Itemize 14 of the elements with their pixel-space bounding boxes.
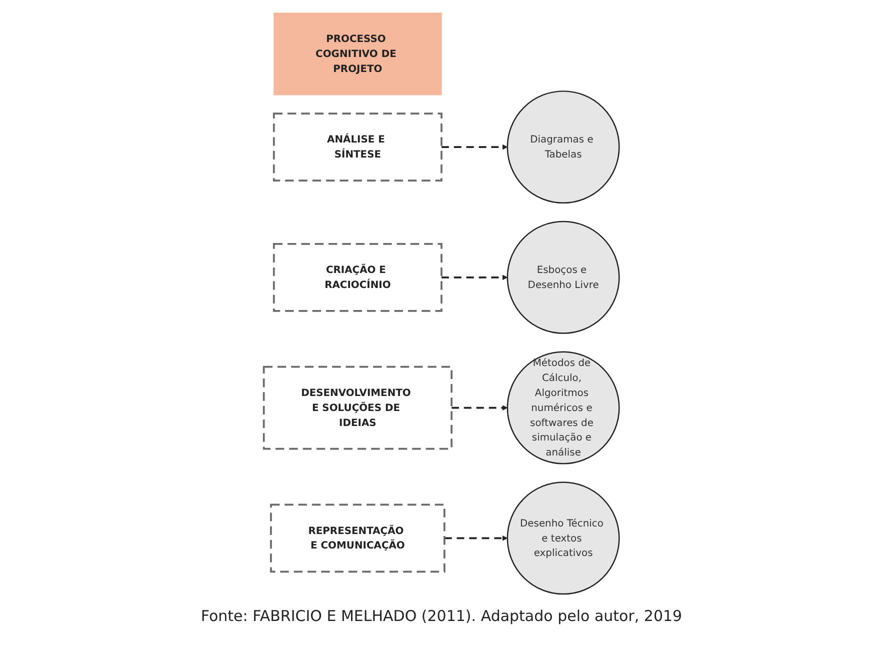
caption: Fonte: FABRICIO E MELHADO (2011). Adaptado pelo autor, 2019 — [200, 607, 682, 625]
node-box: ANÁLISE E SÍNTESE — [272, 112, 442, 182]
node-box: REPRESENTAÇÃO E COMUNICAÇÃO — [270, 504, 446, 573]
node-circle: Esboços e Desenho Livre — [506, 220, 620, 334]
arrow — [452, 405, 508, 411]
arrow — [442, 274, 508, 280]
node-box: CRIAÇÃO E RACIOCÍNIO — [272, 242, 442, 312]
arrow — [442, 144, 508, 150]
node-box: DESENVOLVIMENTO E SOLUÇÕES DE IDEIAS — [262, 366, 452, 450]
node-box: PROCESSO COGNITIVO DE PROJETO — [274, 12, 442, 96]
node-circle: Diagramas e Tabelas — [506, 90, 620, 204]
node-circle: Desenho Técnico e textos explicativos — [506, 482, 620, 595]
node-circle: Métodos de Cálculo, Algoritmos numéricos e softwares de simulação e análise — [506, 351, 620, 464]
arrow — [444, 535, 508, 541]
